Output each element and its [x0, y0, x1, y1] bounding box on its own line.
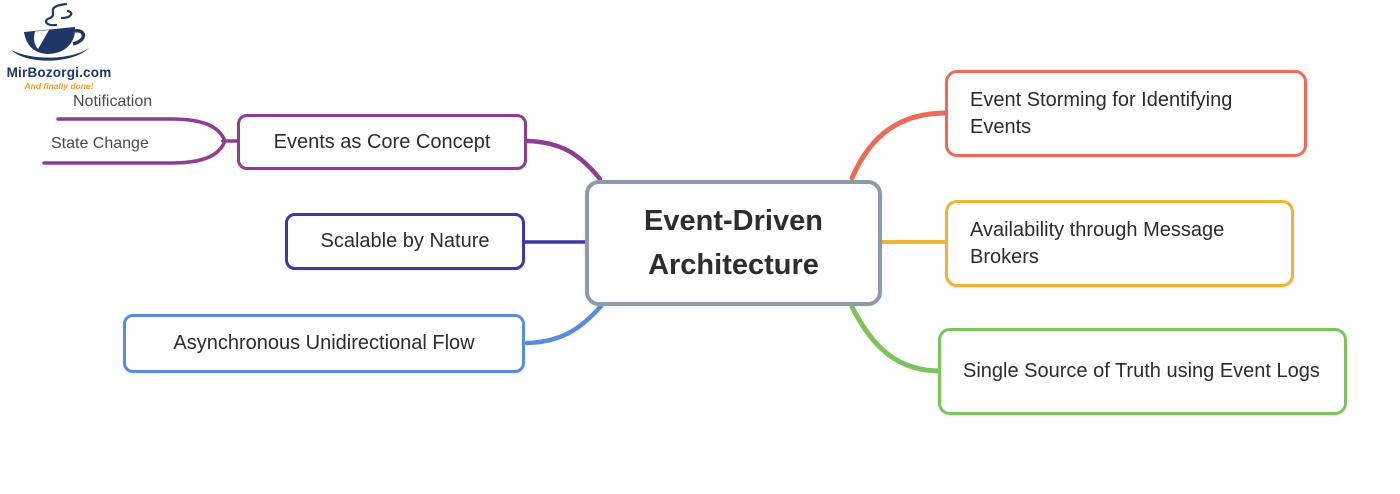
logo-brand: MirBozorgi.com	[6, 65, 112, 80]
connector-center-to-event-storming	[849, 110, 949, 181]
node-center-event-driven-architecture: Event-Driven Architecture	[585, 180, 882, 306]
connector-events-to-center	[524, 138, 603, 182]
connector-center-to-single-source	[849, 304, 943, 374]
node-availability-message-brokers: Availability through Message Brokers	[945, 200, 1294, 287]
sub-label-state-change: State Change	[51, 135, 149, 152]
sub-label-notification: Notification	[73, 93, 153, 110]
logo-tagline: And finally done!	[24, 81, 94, 91]
logo: MirBozorgi.com And finally done!	[4, 2, 114, 91]
node-scalable-by-nature: Scalable by Nature	[285, 213, 525, 270]
node-events-as-core-concept: Events as Core Concept	[237, 114, 527, 170]
node-asynchronous-unidirectional-flow: Asynchronous Unidirectional Flow	[123, 314, 525, 373]
node-single-source-of-truth: Single Source of Truth using Event Logs	[938, 328, 1347, 415]
connector-async-to-center	[524, 303, 604, 346]
coffee-cup-icon	[11, 2, 89, 61]
node-event-storming: Event Storming for Identifying Events	[945, 70, 1307, 157]
